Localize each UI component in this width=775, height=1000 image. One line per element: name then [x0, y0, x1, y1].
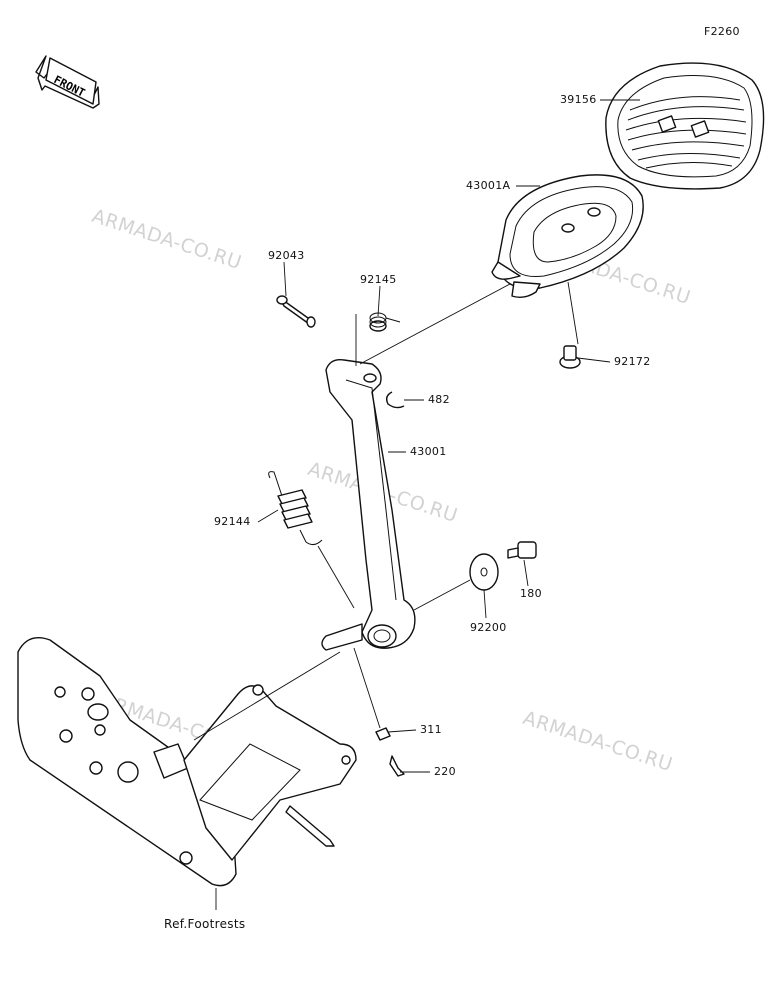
bolt-180	[507, 541, 537, 559]
pin-92043	[276, 295, 316, 328]
clip-482	[385, 391, 405, 409]
label-39156: 39156	[560, 93, 597, 106]
label-92172: 92172	[614, 355, 651, 368]
spring-92145	[369, 312, 401, 332]
front-arrow-icon: FRONT	[35, 55, 100, 109]
return-spring-92144	[268, 471, 323, 546]
label-180: 180	[520, 587, 542, 600]
label-92145: 92145	[360, 273, 397, 286]
footrest-bracket	[17, 637, 357, 887]
brake-pedal-pad-rubber	[605, 62, 765, 190]
label-92200: 92200	[470, 621, 507, 634]
label-43001: 43001	[410, 445, 447, 458]
label-43001a: 43001A	[466, 179, 511, 192]
label-92043: 92043	[268, 249, 305, 262]
washer-92200	[469, 553, 499, 591]
diagram-code: F2260	[704, 25, 740, 38]
nut-311	[375, 727, 391, 741]
leader-lines	[193, 99, 640, 910]
label-311: 311	[420, 723, 442, 736]
label-220: 220	[434, 765, 456, 778]
brake-pedal-base	[491, 174, 644, 299]
bolt-220	[389, 755, 405, 777]
brake-lever-arm	[321, 359, 416, 651]
label-92144: 92144	[214, 515, 251, 528]
ref-footrests-label: Ref.Footrests	[164, 917, 246, 931]
label-482: 482	[428, 393, 450, 406]
bolt-92172	[559, 345, 581, 369]
